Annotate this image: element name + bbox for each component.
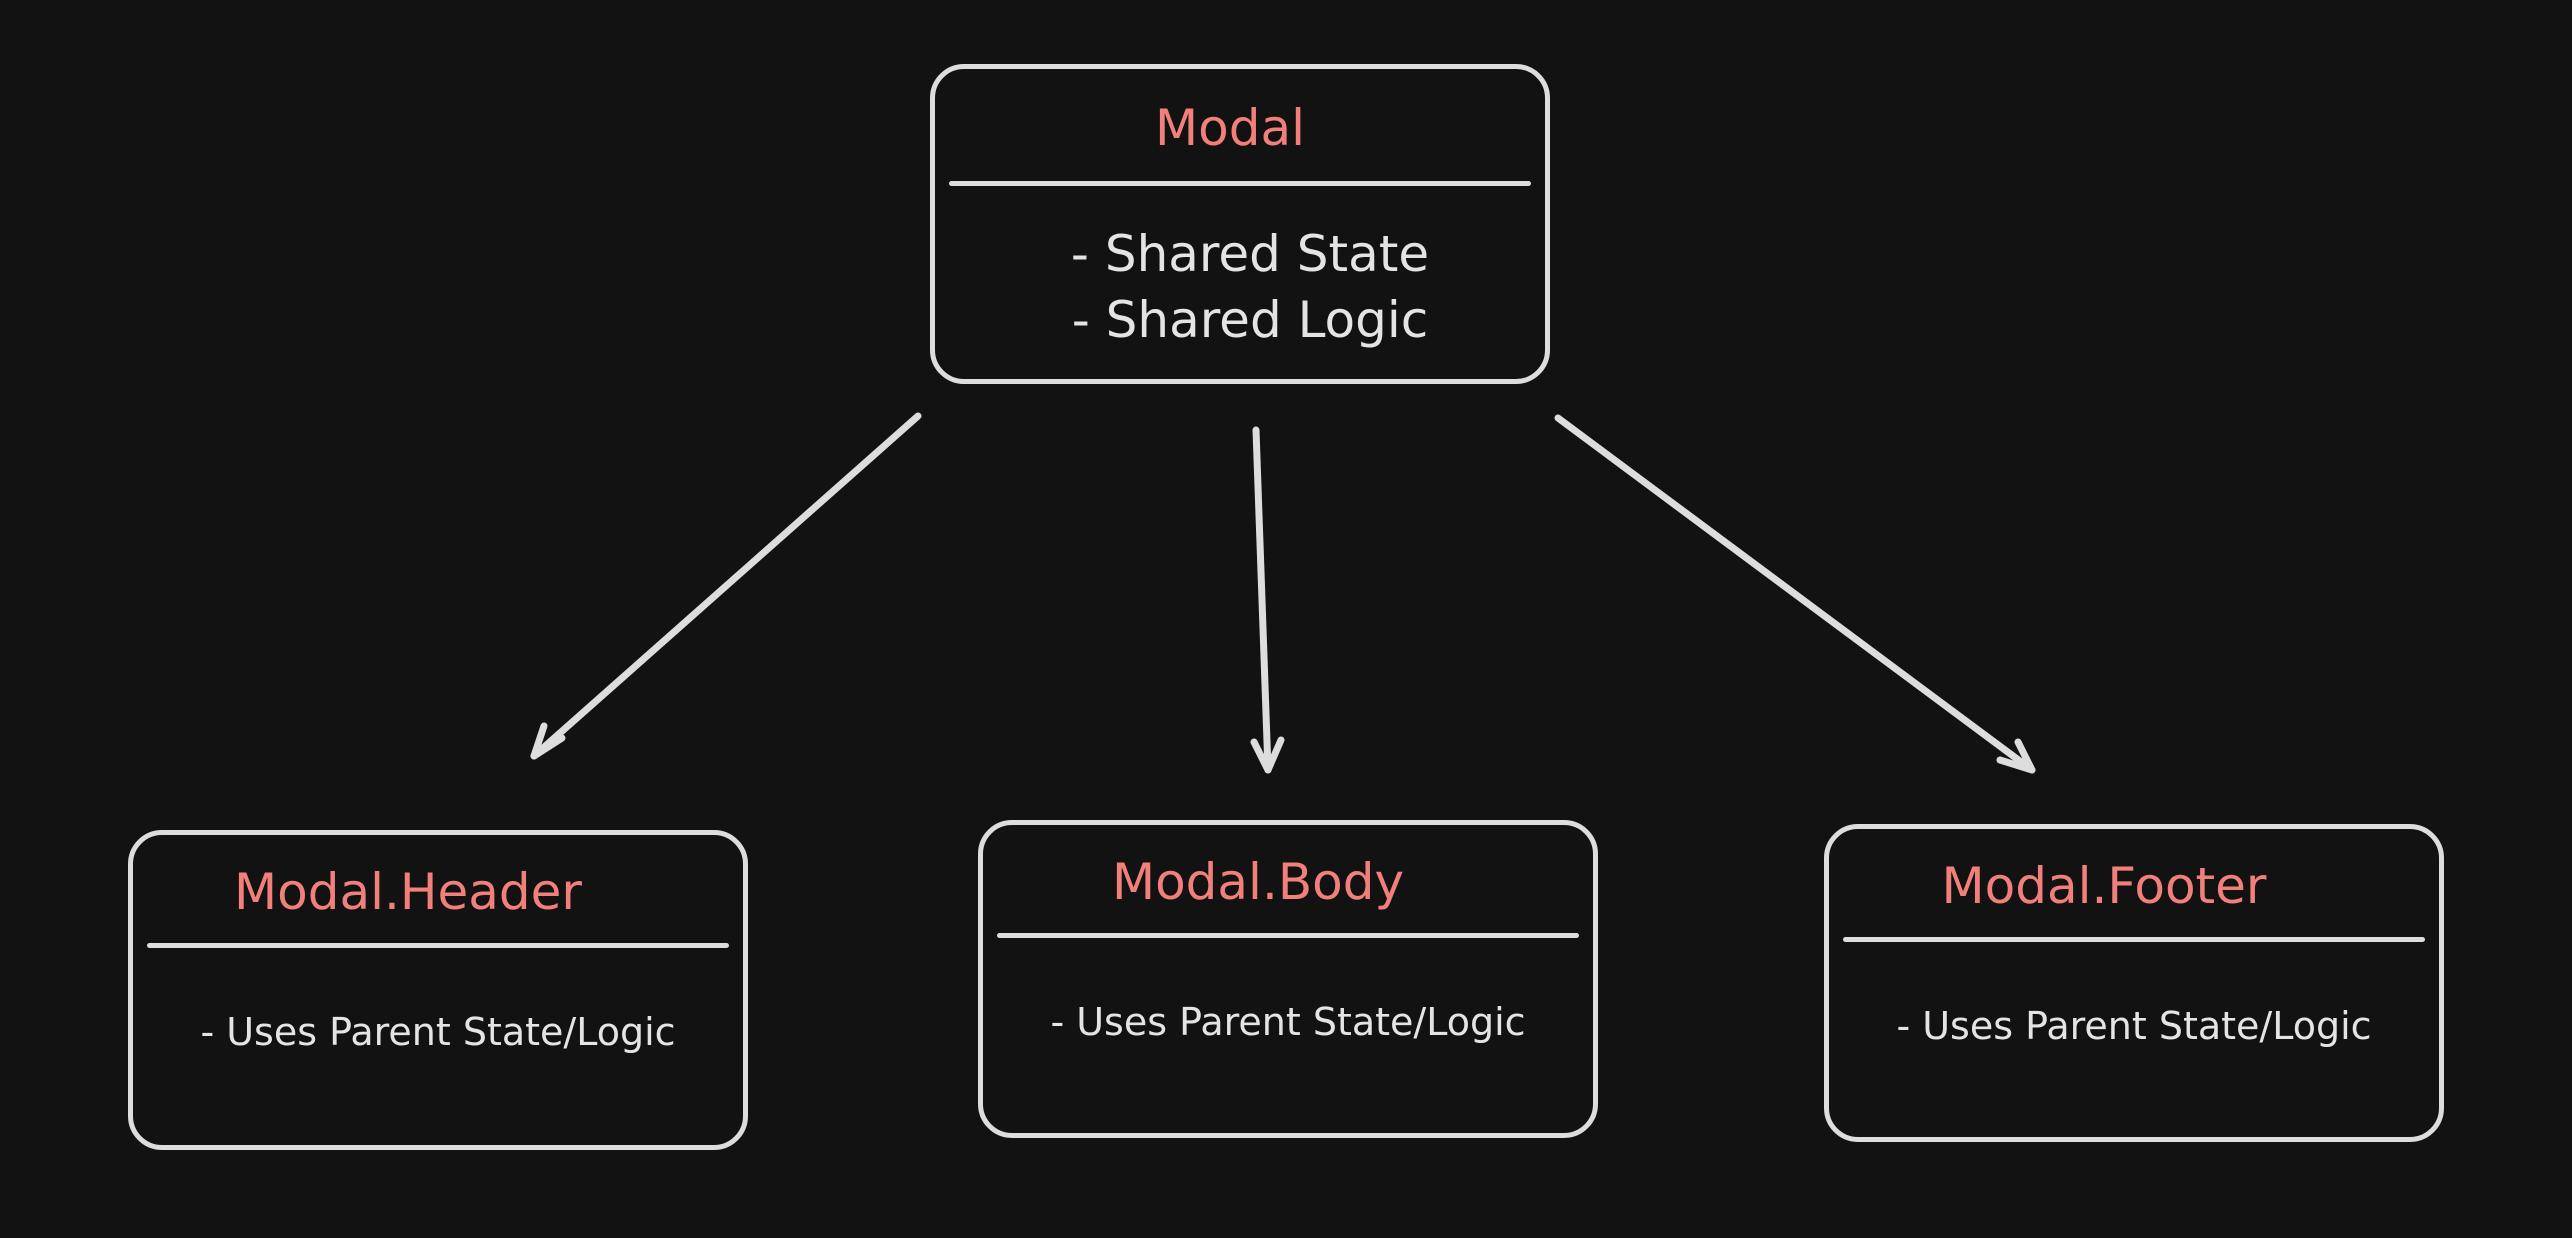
node-line: - Uses Parent State/Logic — [1896, 1004, 2372, 1048]
node-divider — [147, 943, 729, 948]
node-line: - Shared State — [1070, 225, 1430, 283]
node-title: Modal.Header — [234, 863, 582, 921]
node-body: - Uses Parent State/Logic — [1829, 1007, 2439, 1045]
arrow-to-header — [530, 412, 922, 760]
node-title: Modal.Footer — [1941, 857, 2267, 915]
modal-header-node: Modal.Header - Uses Parent State/Logic — [128, 830, 748, 1150]
node-title: Modal.Body — [1111, 853, 1405, 911]
node-body: - Shared State - Shared Logic — [935, 221, 1545, 353]
node-line: - Uses Parent State/Logic — [1050, 1000, 1526, 1044]
modal-body-node: Modal.Body - Uses Parent State/Logic — [978, 820, 1598, 1138]
node-divider — [949, 181, 1531, 186]
node-line: - Shared Logic — [1071, 291, 1429, 349]
arrow-to-footer — [1554, 414, 2036, 774]
arrow-to-body — [1250, 426, 1285, 774]
node-line: - Uses Parent State/Logic — [200, 1010, 676, 1054]
modal-footer-node: Modal.Footer - Uses Parent State/Logic — [1824, 824, 2444, 1142]
node-divider — [1843, 937, 2425, 942]
node-divider — [997, 933, 1579, 938]
node-body: - Uses Parent State/Logic — [983, 1003, 1593, 1041]
modal-node: Modal - Shared State - Shared Logic — [930, 64, 1550, 384]
node-title: Modal — [1155, 99, 1305, 157]
node-body: - Uses Parent State/Logic — [133, 1013, 743, 1051]
